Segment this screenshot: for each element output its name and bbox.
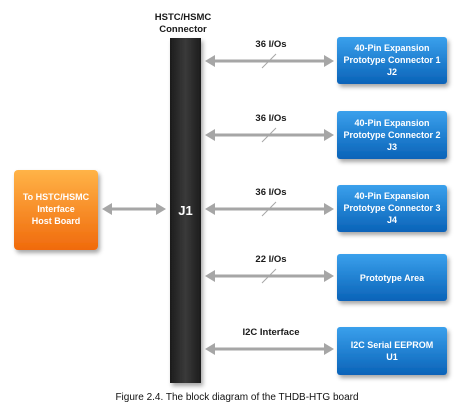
box-eeprom-line1: I2C Serial EEPROM [351,340,434,350]
link-4: 22 I/Os [205,254,334,284]
box-j3-line2: Prototype Connector 2 [343,130,440,140]
link-3-label: 36 I/Os [255,187,286,198]
box-j4-line1: 40-Pin Expansion [354,191,429,201]
host-board-box [14,170,98,250]
block-diagram: HSTC/HSMC Connector J1 To HSTC/HSMC Inte… [14,12,447,383]
link-2-label: 36 I/Os [255,113,286,124]
link-2-bus-slash [261,127,277,143]
box-j2: 40-Pin Expansion Prototype Connector 1 J… [337,37,447,84]
j1-label: J1 [178,203,192,218]
host-line1: To HSTC/HSMC [23,192,90,202]
box-eeprom-line2: U1 [386,352,398,362]
link-4-label: 22 I/Os [255,254,286,265]
box-j2-line3: J2 [387,67,397,77]
box-j4-line2: Prototype Connector 3 [343,203,440,213]
j1-connector-bar [170,38,201,383]
box-j2-line1: 40-Pin Expansion [354,43,429,53]
box-j4: 40-Pin Expansion Prototype Connector 3 J… [337,185,447,232]
host-line2: Interface [37,204,75,214]
link-4-bus-slash [261,268,277,284]
host-line3: Host Board [32,216,81,226]
host-link-arrow [102,203,166,215]
figure-caption: Figure 2.4. The block diagram of the THD… [115,392,359,403]
box-prototype-area: Prototype Area [337,254,447,301]
link-5-label: I2C Interface [242,327,299,338]
connector-title-line1: HSTC/HSMC [155,12,212,23]
link-1-bus-slash [261,53,277,69]
link-1: 36 I/Os [205,39,334,69]
box-j3-line1: 40-Pin Expansion [354,118,429,128]
box-eeprom-u1: I2C Serial EEPROM U1 [337,327,447,375]
link-3: 36 I/Os [205,187,334,217]
box-prototype-area-line1: Prototype Area [360,273,425,283]
connector-title-line2: Connector [159,24,207,35]
link-2: 36 I/Os [205,113,334,143]
link-5: I2C Interface [205,327,334,355]
box-j4-line3: J4 [387,215,397,225]
box-j3-line3: J3 [387,142,397,152]
box-j2-line2: Prototype Connector 1 [343,55,440,65]
link-1-label: 36 I/Os [255,39,286,50]
link-3-bus-slash [261,201,277,217]
box-j3: 40-Pin Expansion Prototype Connector 2 J… [337,111,447,159]
